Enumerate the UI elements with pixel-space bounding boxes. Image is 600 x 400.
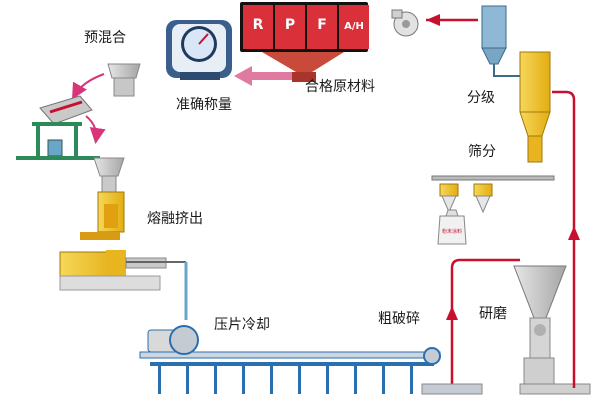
label-classify: 分级 (467, 90, 495, 106)
hopper-letter: R (253, 17, 264, 33)
belt-leg (158, 366, 161, 394)
belt-leg (214, 366, 217, 394)
raw-to-scale-arrow (234, 66, 292, 86)
label-crush: 粗破碎 (378, 311, 420, 327)
belt-leg (410, 366, 413, 394)
hopper-cell (339, 5, 369, 49)
hopper-cell (307, 5, 337, 49)
belt-leg (382, 366, 385, 394)
label-melt-extrude: 熔融挤出 (147, 211, 203, 227)
filter-to-fan-arrow (426, 14, 478, 26)
melt-extruder (80, 191, 125, 240)
belt-leg (326, 366, 329, 394)
label-raw-material: 合格原材料 (305, 79, 375, 95)
extruder-base (59, 250, 188, 320)
extruder-feed-hopper (93, 157, 125, 193)
weighing-scale (166, 20, 232, 80)
fan-unit (391, 9, 419, 37)
premix-mixer (16, 95, 100, 160)
label-premix: 预混合 (84, 30, 126, 46)
powder-bag-label: 粉末涂料 (442, 228, 462, 235)
label-grind: 研磨 (479, 306, 507, 322)
sieve-screen (431, 175, 555, 214)
hopper-letter: P (285, 17, 295, 33)
filter-unit (481, 5, 520, 77)
belt-leg (298, 366, 301, 394)
raw-material-hoppers: R P F A/H (240, 2, 369, 82)
label-sieve: 筛分 (468, 144, 496, 160)
hopper-cell (243, 5, 273, 49)
belt-leg (242, 366, 245, 394)
crusher-feed-line (421, 258, 520, 395)
label-press-cool: 压片冷却 (214, 317, 270, 333)
hopper-letter: A/H (344, 21, 364, 32)
mill-to-cyclone-line (552, 90, 580, 388)
belt-leg (354, 366, 357, 394)
hopper-letter: F (317, 17, 327, 33)
hopper-cell (275, 5, 305, 49)
premix-to-mixer-arrow (72, 73, 105, 100)
belt-leg (186, 366, 189, 394)
premix-hopper (107, 63, 141, 97)
mixer-to-extruder-arrow (85, 115, 106, 144)
powder-bag: 粉末涂料 (437, 209, 467, 245)
grinding-mill (513, 265, 591, 395)
classifier-cyclone (519, 51, 551, 163)
belt-leg (270, 366, 273, 394)
label-weigh: 准确称量 (176, 97, 232, 113)
press-cooling-belt (139, 325, 441, 394)
